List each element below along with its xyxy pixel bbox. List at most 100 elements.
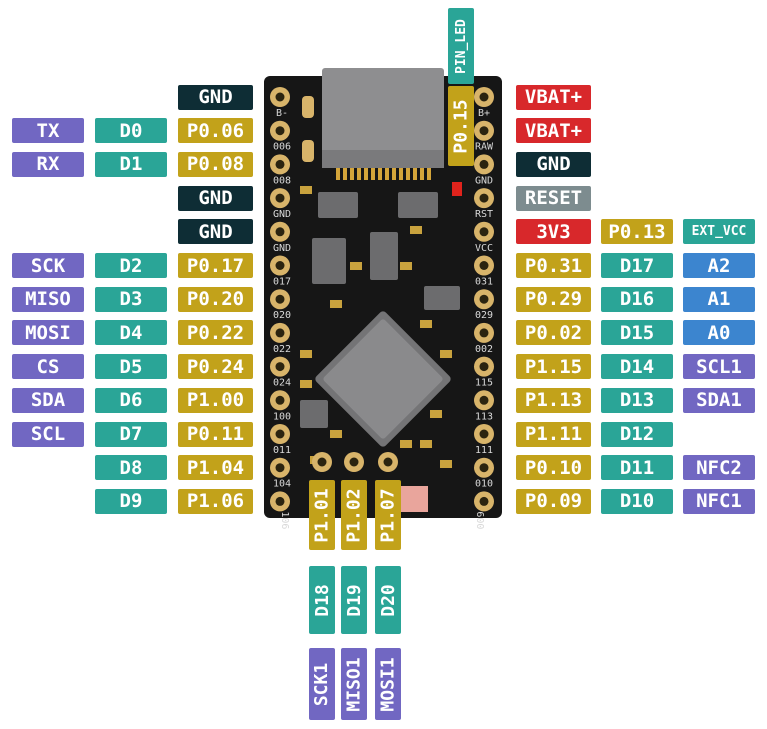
silkscreen-left-9: 100 [273,411,291,422]
left-pin-9-label-2: SDA [12,387,84,413]
smd-component [410,226,422,234]
bottom-pin-2-label-1: D20 [375,566,401,634]
top-label-1: P0.15 [448,86,474,166]
silkscreen-left-7: 022 [273,344,291,355]
silkscreen-right-11: 010 [475,479,493,490]
bottom-pin-1-label-1: D19 [341,566,367,634]
ic-chip [300,400,328,428]
left-pin-pad-hole [275,193,285,203]
right-pin-8-label-0: P1.15 [516,354,591,380]
silkscreen-left-10: 011 [273,445,291,456]
ic-chip [424,286,460,310]
left-pin-7-label-2: MOSI [12,320,84,346]
right-pin-pad-hole [479,261,489,270]
usb-tab [302,140,314,162]
left-pin-6-label-0: P0.20 [178,286,253,312]
usb-contact [413,168,417,180]
right-pin-7-label-1: D15 [601,320,673,346]
right-pin-pad-hole [479,463,489,473]
left-pin-7-label-0: P0.22 [178,320,253,346]
bottom-pin-pad-hole [349,457,359,467]
right-pin-7-label-2: A0 [683,320,755,346]
left-pin-1-label-0: P0.06 [178,118,253,144]
left-pin-pad-hole [275,261,285,270]
right-pin-4-label-2: EXT_VCC [683,219,755,245]
right-pin-6-label-0: P0.29 [516,286,591,312]
right-pin-9-label-0: P1.13 [516,387,591,413]
silkscreen-right-9: 113 [475,411,493,422]
right-pin-0-label-0: VBAT+ [516,84,591,110]
silkscreen-left-5: 017 [273,277,291,288]
usb-tab [302,96,314,118]
left-pin-pad-hole [275,362,285,372]
right-pin-6-label-2: A1 [683,286,755,312]
bottom-pin-pad-hole [383,457,393,467]
right-pin-pad-hole [479,159,489,169]
usb-contact [399,168,403,180]
right-pin-12-label-0: P0.09 [516,488,591,514]
silkscreen-right-4: VCC [475,243,493,254]
right-pin-11-label-0: P0.10 [516,455,591,481]
silkscreen-right-7: 002 [475,344,493,355]
right-pin-12-label-2: NFC1 [683,488,755,514]
left-pin-pad-hole [275,159,285,169]
right-pin-10-label-1: D12 [601,421,673,447]
silkscreen-left-4: GND [273,243,291,254]
right-pin-3-label-0: RESET [516,185,591,211]
right-pin-11-label-1: D11 [601,455,673,481]
left-pin-6-label-2: MISO [12,286,84,312]
bottom-pin-2-label-2: MOSI1 [375,648,401,720]
left-pin-pad-hole [275,126,285,136]
usb-contact [350,168,354,180]
right-pin-5-label-0: P0.31 [516,253,591,278]
right-pin-pad-hole [479,294,489,304]
left-pin-2-label-1: D1 [95,151,167,177]
silkscreen-right-5: 031 [475,277,493,288]
left-pin-1-label-1: D0 [95,118,167,144]
usb-contact [385,168,389,180]
right-pin-9-label-2: SDA1 [683,387,755,413]
left-pin-pad-hole [275,294,285,304]
left-pin-5-label-2: SCK [12,253,84,278]
right-pin-5-label-2: A2 [683,253,755,278]
right-pin-pad-hole [479,496,489,506]
usb-connector-base [322,150,444,168]
smd-component [300,380,312,388]
right-pin-pad-hole [479,328,489,338]
smd-component [440,350,452,358]
right-pin-7-label-0: P0.02 [516,320,591,346]
left-pin-5-label-0: P0.17 [178,253,253,278]
smd-component [440,460,452,468]
smd-component [330,430,342,438]
right-pin-4-label-0: 3V3 [516,219,591,245]
left-pin-2-label-2: RX [12,151,84,177]
bottom-pin-2-label-0: P1.07 [375,480,401,550]
usb-contact [392,168,396,180]
left-pin-pad-hole [275,227,285,237]
right-pin-11-label-2: NFC2 [683,455,755,481]
silkscreen-left-3: GND [273,209,291,220]
right-pin-5-label-1: D17 [601,253,673,278]
right-pin-pad-hole [479,126,489,136]
silkscreen-left-11: 104 [273,479,291,490]
usb-contact [364,168,368,180]
bottom-pin-0-label-0: P1.01 [309,480,335,550]
usb-contact [420,168,424,180]
bottom-pin-1-label-0: P1.02 [341,480,367,550]
usb-contact [336,168,340,180]
left-pin-pad-hole [275,463,285,473]
bottom-pin-0-label-2: SCK1 [309,648,335,720]
bottom-component [398,486,428,512]
silkscreen-left-12: 106 [279,511,290,529]
smd-component [300,186,312,194]
right-pin-12-label-1: D10 [601,488,673,514]
right-pin-pad-hole [479,193,489,203]
right-pin-10-label-0: P1.11 [516,421,591,447]
left-pin-10-label-2: SCL [12,421,84,447]
usb-contact [378,168,382,180]
ic-chip [318,192,358,218]
left-pin-pad-hole [275,328,285,338]
left-pin-8-label-0: P0.24 [178,354,253,380]
